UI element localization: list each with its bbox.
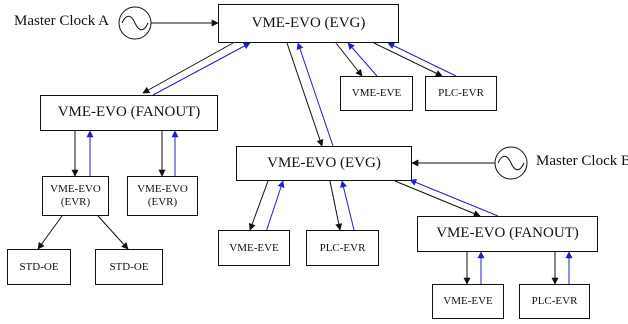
master-clock-b-symbol xyxy=(494,146,528,180)
fanout-right-box: VME-EVO (FANOUT) xyxy=(417,216,598,252)
std-oe-1-box: STD-OE xyxy=(7,249,71,285)
link-evg-mid-to-plc-mid xyxy=(329,180,343,231)
vme-eve-mid-box: VME-EVE xyxy=(218,230,290,266)
link-evr-left-to-std-oe-1 xyxy=(37,215,63,250)
plc-evr-top-box: PLC-EVR xyxy=(425,76,497,111)
evg-mid-box: VME-EVO (EVG) xyxy=(236,146,412,181)
evr-right-line1: VME-EVO xyxy=(137,183,188,196)
link-evg-top-to-evg-mid xyxy=(286,42,324,147)
link-plc-mid-to-evg-mid xyxy=(340,180,355,231)
fanout-left-box: VME-EVO (FANOUT) xyxy=(40,95,218,131)
std-oe-2-box: STD-OE xyxy=(95,249,163,285)
master-clock-b-label: Master Clock B xyxy=(536,153,628,169)
master-clock-a-symbol xyxy=(118,6,152,40)
vme-eve-top-box: VME-EVE xyxy=(340,76,413,111)
link-evg-top-to-fanout-left xyxy=(142,42,234,94)
plc-evr-mid-box: PLC-EVR xyxy=(306,230,379,266)
evg-top-box: VME-EVO (EVG) xyxy=(218,4,399,43)
plc-evr-bottom-box: PLC-EVR xyxy=(519,284,590,319)
master-clock-a-label: Master Clock A xyxy=(14,13,109,29)
link-fanout-left-to-evg-top xyxy=(152,42,251,96)
evr-left-line2: (EVR) xyxy=(60,196,91,208)
evr-right-box: VME-EVO (EVR) xyxy=(127,176,198,216)
link-evg-mid-to-evg-top xyxy=(296,42,334,147)
evr-left-box: VME-EVO (EVR) xyxy=(42,176,109,216)
link-evg-mid-to-eve-mid xyxy=(248,180,269,231)
link-plc-top-to-evg-top xyxy=(387,42,457,77)
link-fanout-right-to-evg-mid xyxy=(409,179,499,217)
evr-right-line2: (EVR) xyxy=(147,196,178,208)
link-eve-mid-to-evg-mid xyxy=(265,180,285,233)
link-eve-top-to-evg-top xyxy=(347,42,378,77)
link-evr-left-to-std-oe-2 xyxy=(97,215,129,250)
link-evg-top-to-plc-top xyxy=(373,42,443,77)
link-evg-mid-to-fanout-right xyxy=(394,180,481,217)
evr-left-line1: VME-EVO xyxy=(50,183,101,196)
link-evg-top-to-eve-top xyxy=(335,42,363,77)
vme-eve-bottom-box: VME-EVE xyxy=(432,284,504,319)
